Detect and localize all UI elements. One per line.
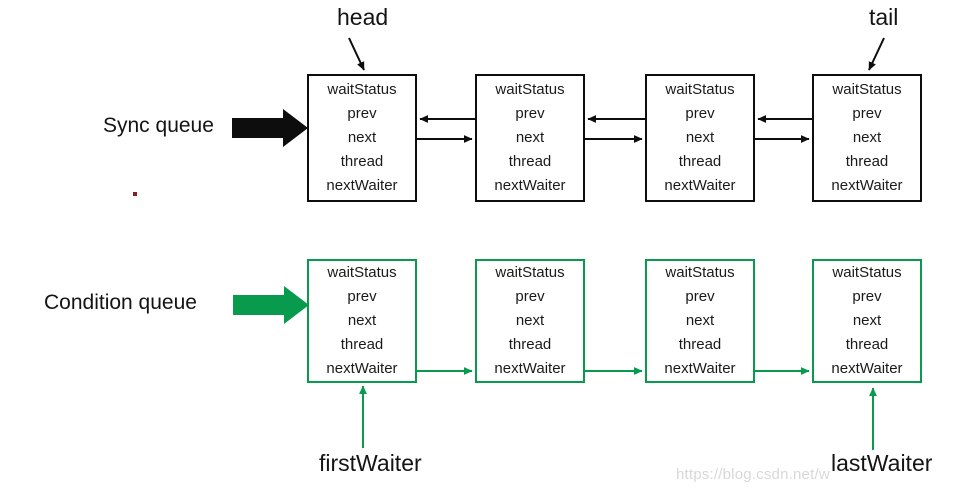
node-field-nextwaiter: nextWaiter [494,360,566,377]
lastwaiter-pointer-label: lastWaiter [831,450,933,476]
node-field-waitstatus: waitStatus [665,264,735,281]
node-field-next: next [852,312,882,329]
cond-node-2[interactable]: waitStatus prev next thread nextWaiter [475,259,585,383]
head-pointer-label: head [337,4,389,30]
node-field-thread: thread [678,336,722,353]
node-field-next: next [347,129,377,146]
node-field-waitstatus: waitStatus [832,264,902,281]
watermark-text: https://blog.csdn.net/w [676,466,830,483]
node-field-waitstatus: waitStatus [327,264,397,281]
node-field-next: next [515,312,545,329]
node-field-nextwaiter: nextWaiter [831,177,903,194]
node-field-thread: thread [340,153,384,170]
node-field-nextwaiter: nextWaiter [494,177,566,194]
node-field-prev: prev [685,288,715,305]
cond-node-4[interactable]: waitStatus prev next thread nextWaiter [812,259,922,383]
node-field-next: next [515,129,545,146]
firstwaiter-pointer-label: firstWaiter [319,450,422,476]
node-field-next: next [685,129,715,146]
condition-queue-entry-arrow [233,286,309,324]
node-field-waitstatus: waitStatus [495,264,565,281]
node-field-next: next [347,312,377,329]
sync-queue-label: Sync queue [103,114,214,137]
sync-node-2[interactable]: waitStatus prev next thread nextWaiter [475,74,585,202]
node-field-prev: prev [515,288,545,305]
node-field-prev: prev [852,105,882,122]
sync-queue-entry-arrow [232,109,308,147]
node-field-thread: thread [678,153,722,170]
condition-queue-label: Condition queue [44,291,197,314]
node-field-thread: thread [340,336,384,353]
node-field-prev: prev [685,105,715,122]
node-field-waitstatus: waitStatus [665,81,735,98]
node-field-thread: thread [508,336,552,353]
tail-pointer-arrow [868,37,885,71]
node-field-nextwaiter: nextWaiter [831,360,903,377]
sync-node-4[interactable]: waitStatus prev next thread nextWaiter [812,74,922,202]
sync-node-3[interactable]: waitStatus prev next thread nextWaiter [645,74,755,202]
node-field-nextwaiter: nextWaiter [326,360,398,377]
node-field-waitstatus: waitStatus [327,81,397,98]
node-field-prev: prev [852,288,882,305]
node-field-waitstatus: waitStatus [495,81,565,98]
node-field-prev: prev [515,105,545,122]
node-field-nextwaiter: nextWaiter [664,360,736,377]
tail-pointer-label: tail [869,4,899,30]
node-field-nextwaiter: nextWaiter [326,177,398,194]
cond-node-1[interactable]: waitStatus prev next thread nextWaiter [307,259,417,383]
stray-dot-artifact [133,192,137,196]
node-field-next: next [852,129,882,146]
node-field-nextwaiter: nextWaiter [664,177,736,194]
node-field-waitstatus: waitStatus [832,81,902,98]
sync-node-1[interactable]: waitStatus prev next thread nextWaiter [307,74,417,202]
node-field-thread: thread [508,153,552,170]
cond-node-3[interactable]: waitStatus prev next thread nextWaiter [645,259,755,383]
head-pointer-arrow [348,37,365,71]
node-field-next: next [685,312,715,329]
node-field-thread: thread [845,153,889,170]
node-field-prev: prev [347,105,377,122]
node-field-prev: prev [347,288,377,305]
node-field-thread: thread [845,336,889,353]
